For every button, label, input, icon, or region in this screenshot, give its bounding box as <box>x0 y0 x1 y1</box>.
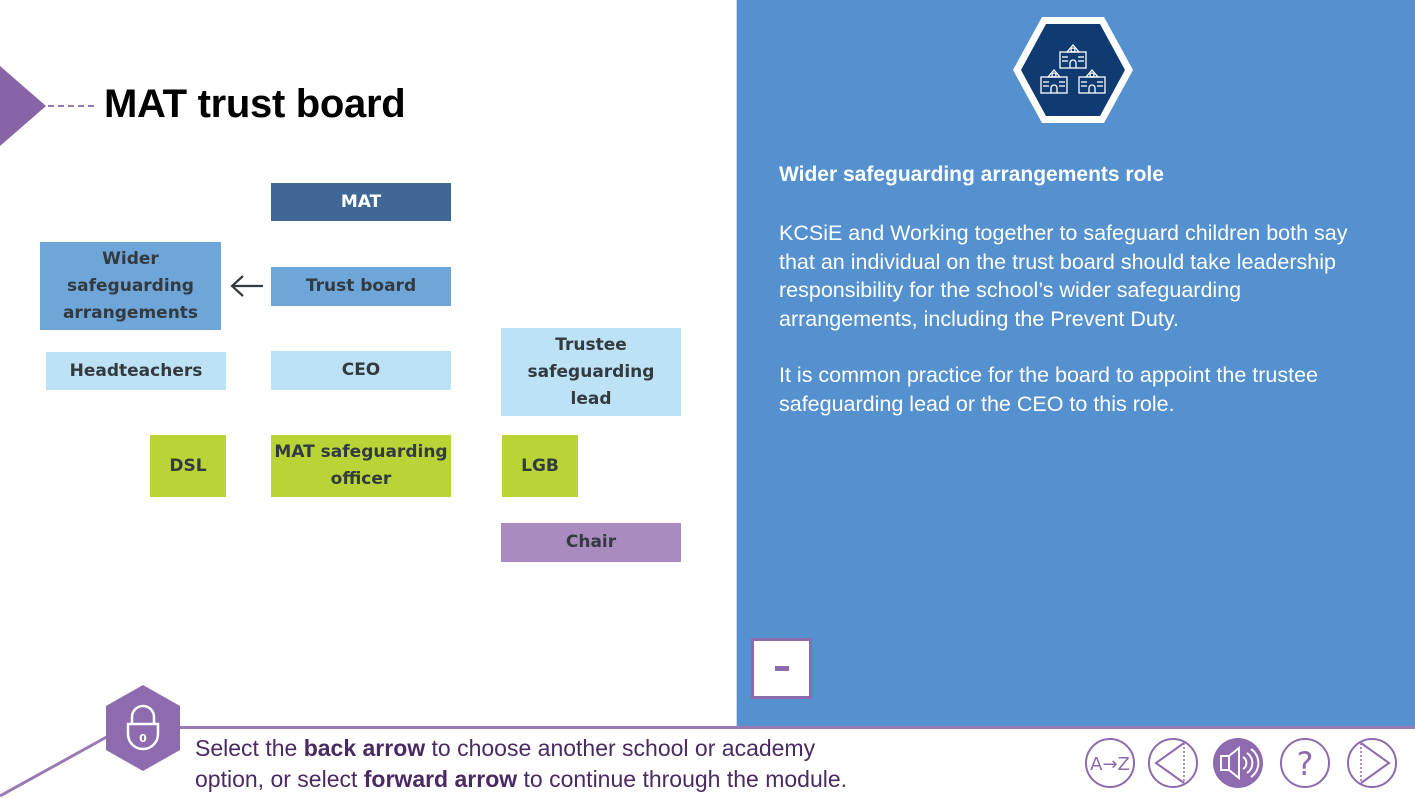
help-button[interactable]: ? <box>1279 737 1331 789</box>
schools-icon <box>1013 17 1133 123</box>
info-paragraph-2: It is common practice for the board to a… <box>779 363 1318 416</box>
info-paragraph-1: KCSiE and Working together to safeguard … <box>779 221 1348 331</box>
title-marker-triangle <box>0 66 46 146</box>
forward-button[interactable] <box>1346 737 1398 789</box>
instruction-text: to continue through the module. <box>517 766 848 792</box>
org-box-trust-board: Trust board <box>271 267 451 306</box>
instruction-text: option, or select <box>195 766 364 792</box>
diagram-panel: MAT trust board MAT Trust board Wider sa… <box>0 0 736 727</box>
instruction-text: Select the <box>195 735 304 761</box>
speaker-icon <box>1220 745 1260 781</box>
org-box-chair: Chair <box>501 523 681 562</box>
minus-icon <box>774 666 789 671</box>
org-box-label: Chair <box>565 532 617 552</box>
progress-lock-badge: 0 <box>106 685 180 771</box>
org-box-label-line: safeguarding <box>67 275 194 296</box>
org-box-lgb: LGB <box>502 435 578 497</box>
footer-instruction: Select the back arrow to choose another … <box>195 733 847 795</box>
collapse-button[interactable] <box>751 638 812 699</box>
org-box-label-line: arrangements <box>62 302 199 323</box>
org-box-mat: MAT <box>271 183 451 221</box>
back-button[interactable] <box>1147 737 1199 789</box>
instruction-bold: forward arrow <box>363 766 518 792</box>
footer-divider <box>180 726 1415 729</box>
org-box-headteachers: Headteachers <box>46 352 226 390</box>
org-box-label: MAT <box>340 191 382 212</box>
org-box-label-line: safeguarding <box>527 361 655 382</box>
instruction-line-1: Select the back arrow to choose another … <box>195 733 847 764</box>
org-box-label: Trust board <box>305 276 417 296</box>
org-box-dsl: DSL <box>150 435 226 497</box>
org-box-mat-safeguarding-officer: MAT safeguarding officer <box>271 435 451 497</box>
page-title: MAT trust board <box>104 82 406 126</box>
arrow-left-icon <box>230 275 263 297</box>
org-box-label: LGB <box>521 455 559 476</box>
lock-icon <box>126 704 160 751</box>
back-arrow-icon <box>1154 742 1185 784</box>
org-box-label-line: officer <box>330 469 392 489</box>
glossary-button[interactable]: A→Z <box>1084 737 1136 789</box>
org-box-label: Headteachers <box>69 360 203 381</box>
instruction-line-2: option, or select forward arrow to conti… <box>195 764 847 795</box>
org-box-label-line: Wider <box>102 248 159 269</box>
org-box-trustee-safeguarding-lead: Trustee safeguarding lead <box>501 328 681 416</box>
org-box-wider-safeguarding: Wider safeguarding arrangements <box>40 242 221 330</box>
title-dashed-connector <box>48 105 94 107</box>
org-box-ceo: CEO <box>271 351 451 390</box>
org-box-label: CEO <box>341 360 381 380</box>
help-icon: ? <box>1297 745 1314 783</box>
org-box-label-line: lead <box>570 388 612 409</box>
a-to-z-icon: A→Z <box>1090 754 1130 775</box>
svg-text:?: ? <box>1297 745 1314 783</box>
instruction-text: to choose another school or academy <box>425 735 816 761</box>
audio-button[interactable] <box>1212 737 1264 789</box>
svg-text:A→Z: A→Z <box>1090 754 1130 775</box>
org-box-label-line: MAT safeguarding <box>274 442 448 462</box>
org-box-label: DSL <box>169 455 207 476</box>
info-heading: Wider safeguarding arrangements role <box>779 163 1164 186</box>
org-box-label-line: Trustee <box>555 334 627 355</box>
instruction-bold: back arrow <box>303 735 426 761</box>
forward-arrow-icon <box>1360 742 1391 784</box>
lock-count: 0 <box>139 732 147 745</box>
